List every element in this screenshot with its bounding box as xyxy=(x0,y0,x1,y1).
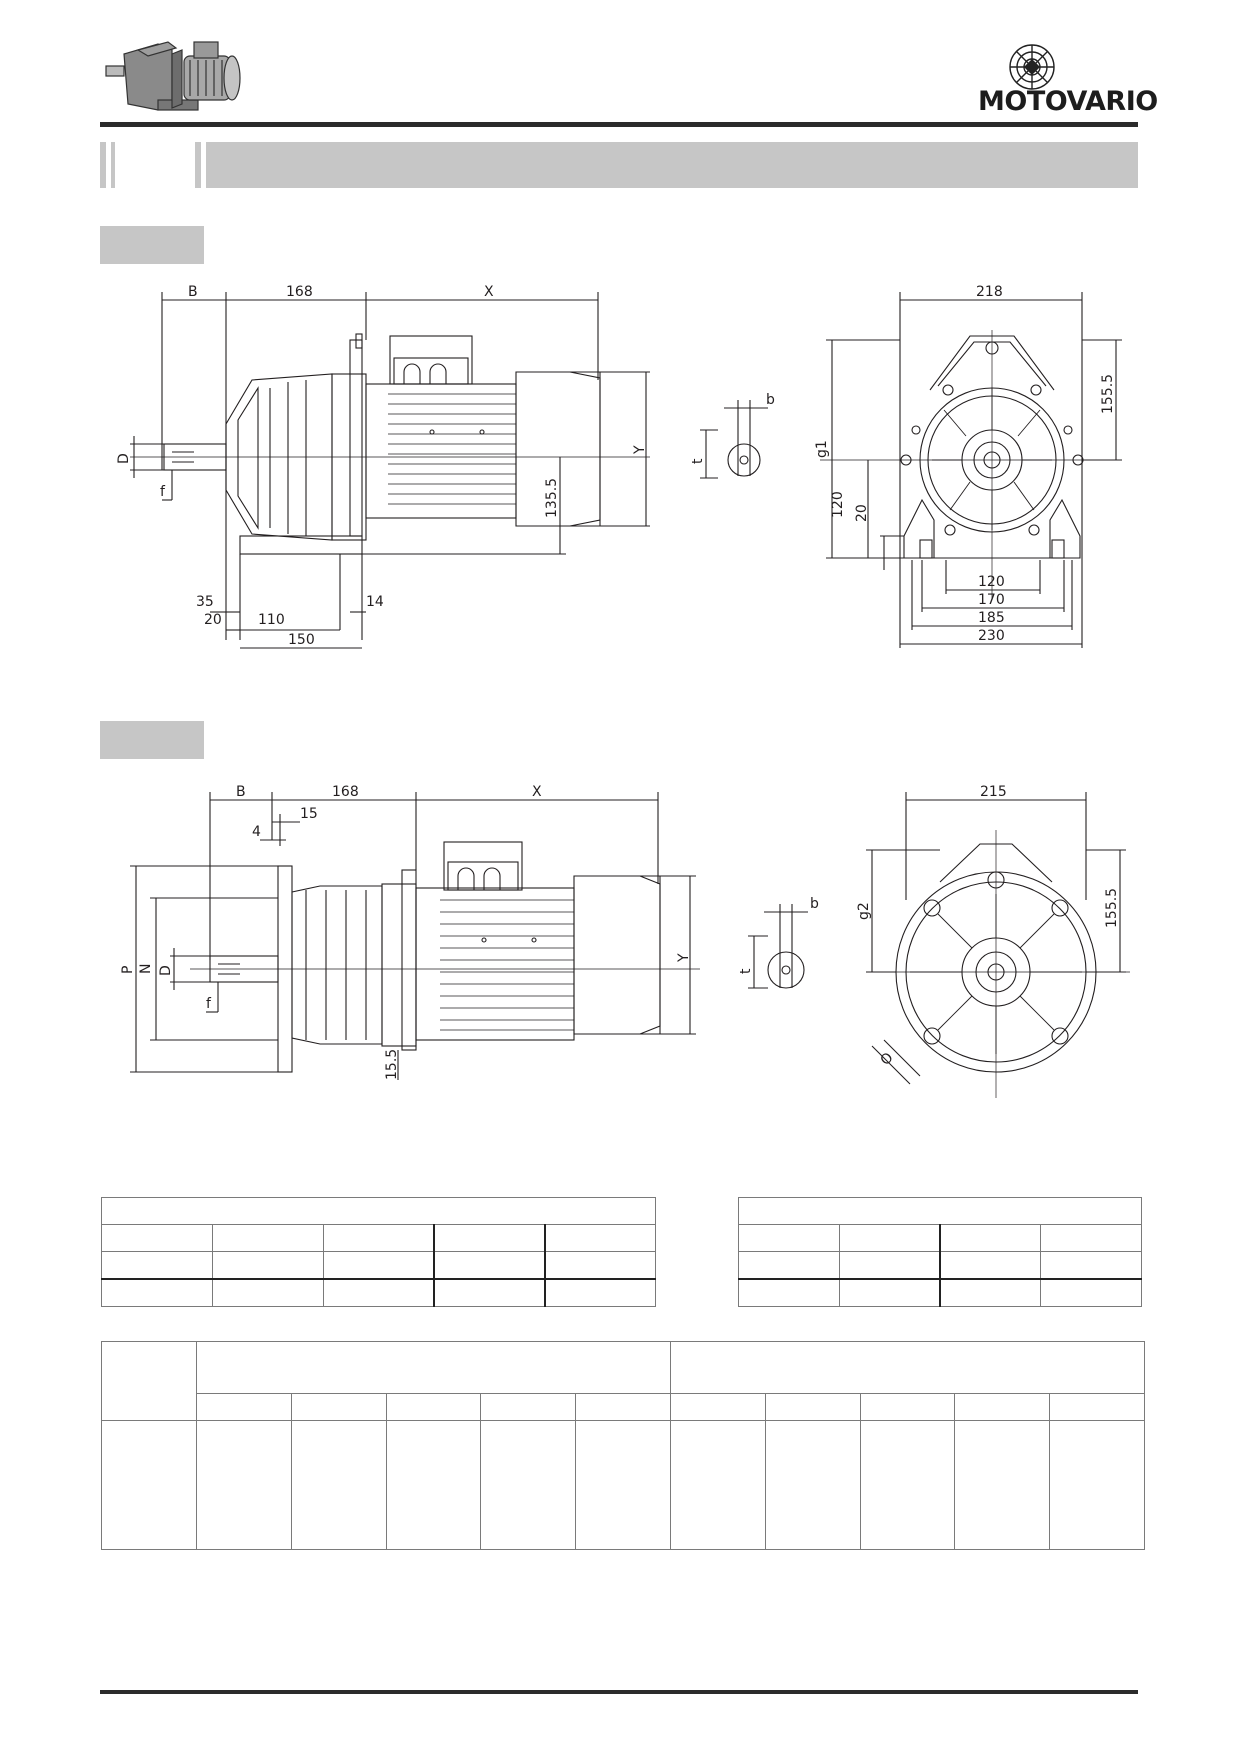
dim-top-230: 230 xyxy=(978,628,1005,644)
dim-bot-N: N xyxy=(138,964,154,974)
dim-bot-t: t xyxy=(738,968,754,974)
dim-bot-b: b xyxy=(810,896,819,912)
dim-top-t: t xyxy=(690,458,706,464)
dim-top-g1: g1 xyxy=(814,440,830,458)
footer-rule xyxy=(100,1690,1138,1694)
dim-top-b: b xyxy=(766,392,775,408)
dim-bot-B: B xyxy=(236,784,246,800)
table-right xyxy=(738,1197,1142,1307)
dim-top-Y: Y xyxy=(632,445,648,455)
table-row xyxy=(101,1197,656,1225)
product-thumbnail xyxy=(98,30,253,120)
dim-bot-P: P xyxy=(120,966,136,974)
dim-top-170: 170 xyxy=(978,592,1005,608)
table-bottom xyxy=(101,1341,1146,1550)
table-row xyxy=(101,1278,656,1307)
dim-bot-g2: g2 xyxy=(856,902,872,920)
dim-top-D: D xyxy=(116,453,132,464)
table-row xyxy=(738,1224,1142,1252)
dim-top-20: 20 xyxy=(204,612,222,628)
brand-wordmark: MOTOVARIO xyxy=(978,86,1158,117)
section-title-bar xyxy=(206,142,1138,188)
motovario-logo-mark xyxy=(1006,42,1058,92)
dim-bot-155-5: 155.5 xyxy=(1104,888,1120,928)
table-row xyxy=(101,1420,1145,1550)
dim-bot-D: D xyxy=(158,965,174,976)
table-row xyxy=(101,1251,656,1280)
table-left xyxy=(101,1197,656,1307)
drawing-label-box-1 xyxy=(100,226,204,264)
dim-bot-f: f xyxy=(206,996,212,1012)
table-row xyxy=(101,1224,656,1252)
table-row xyxy=(738,1251,1142,1280)
section-bar-tab-2 xyxy=(111,142,115,188)
dim-bot-15: 15 xyxy=(300,806,318,822)
dim-top-150: 150 xyxy=(288,632,315,648)
dim-bot-Y: Y xyxy=(676,953,692,963)
dim-bot-4: 4 xyxy=(252,824,261,840)
dim-top-185: 185 xyxy=(978,610,1005,626)
dim-top-168: 168 xyxy=(286,284,313,300)
dim-bot-215: 215 xyxy=(980,784,1007,800)
drawing-label-box-2 xyxy=(100,721,204,759)
dim-top-110: 110 xyxy=(258,612,285,628)
dim-top-B: B xyxy=(188,284,198,300)
bottom-drawing: B 168 X 15 4 P N D f Y 15.5 b t 215 155.… xyxy=(120,784,1130,1098)
dim-bot-O: O xyxy=(878,1050,897,1069)
dim-top-20v: 20 xyxy=(854,504,870,522)
table-row xyxy=(101,1341,1146,1421)
dim-top-35: 35 xyxy=(196,594,214,610)
dim-top-14: 14 xyxy=(366,594,384,610)
dim-top-120v: 120 xyxy=(830,491,846,518)
dim-top-218: 218 xyxy=(976,284,1003,300)
dim-top-f: f xyxy=(160,484,166,500)
dim-bot-X: X xyxy=(532,784,542,800)
dim-top-135-5: 135.5 xyxy=(544,478,560,518)
dim-bot-15-5: 15.5 xyxy=(384,1049,400,1080)
dim-top-155-5: 155.5 xyxy=(1100,374,1116,414)
section-bar-tab-3 xyxy=(195,142,201,188)
dim-top-X: X xyxy=(484,284,494,300)
table-row xyxy=(738,1278,1142,1307)
table-row xyxy=(102,1393,1145,1421)
dim-bot-168: 168 xyxy=(332,784,359,800)
table-row xyxy=(738,1197,1142,1225)
header-rule xyxy=(100,122,1138,127)
dim-top-120: 120 xyxy=(978,574,1005,590)
top-drawing: B 168 X Y D f 135.5 35 20 110 150 14 b t… xyxy=(116,284,1122,649)
section-bar-tab-1 xyxy=(100,142,106,188)
